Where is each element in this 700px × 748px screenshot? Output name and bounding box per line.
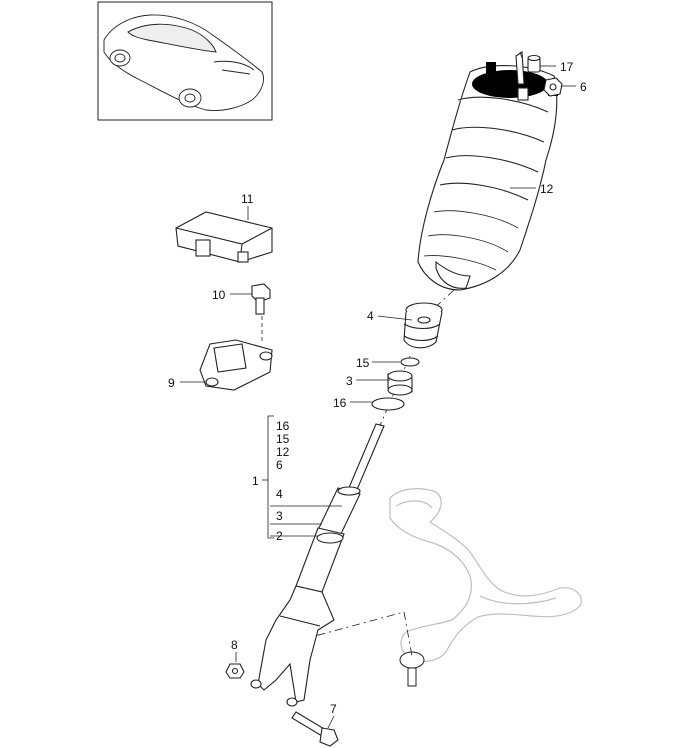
sensor-9: [199, 316, 273, 391]
assembly-item: 4: [276, 487, 283, 501]
nut-6: [543, 77, 563, 97]
assembly-item: 15: [276, 432, 290, 446]
callout-16: 16: [333, 396, 347, 410]
leader-lines: [180, 65, 576, 729]
assembly-item: 3: [276, 509, 283, 523]
bushing-3: [387, 370, 413, 396]
callout-8: 8: [231, 638, 238, 652]
nut-17: [527, 54, 541, 73]
callout-7: 7: [330, 702, 337, 716]
vehicle-thumbnail: [97, 1, 273, 121]
control-arm-ghost: [299, 488, 582, 687]
bolt-7: [291, 711, 339, 747]
callout-17: 17: [560, 60, 574, 74]
callout-10: 10: [212, 288, 226, 302]
callout-6: 6: [580, 80, 587, 94]
bolt-10: [251, 283, 271, 315]
o-ring-16: [371, 397, 405, 411]
bump-stop-4: [403, 302, 443, 349]
assembly-item: 16: [276, 419, 290, 433]
callout-3: 3: [346, 374, 353, 388]
callout-12: 12: [540, 182, 554, 196]
assembly-item: 6: [276, 458, 283, 472]
control-unit-11: [175, 211, 273, 263]
shock-absorber-2: [250, 423, 385, 707]
assembly-item: 12: [276, 445, 290, 459]
ring-15: [400, 357, 420, 367]
assembly-item: 2: [276, 529, 283, 543]
air-spring-12: [417, 51, 558, 291]
callout-4: 4: [367, 309, 374, 323]
nut-8: [225, 663, 245, 679]
callout-labels: 17 6 12 11 10 9 4 15 3 16 8 7 1 16 15 12…: [168, 60, 587, 716]
callout-11: 11: [241, 192, 254, 206]
callout-9: 9: [168, 376, 175, 390]
callout-15: 15: [356, 356, 370, 370]
assembly-label: 1: [252, 474, 259, 488]
